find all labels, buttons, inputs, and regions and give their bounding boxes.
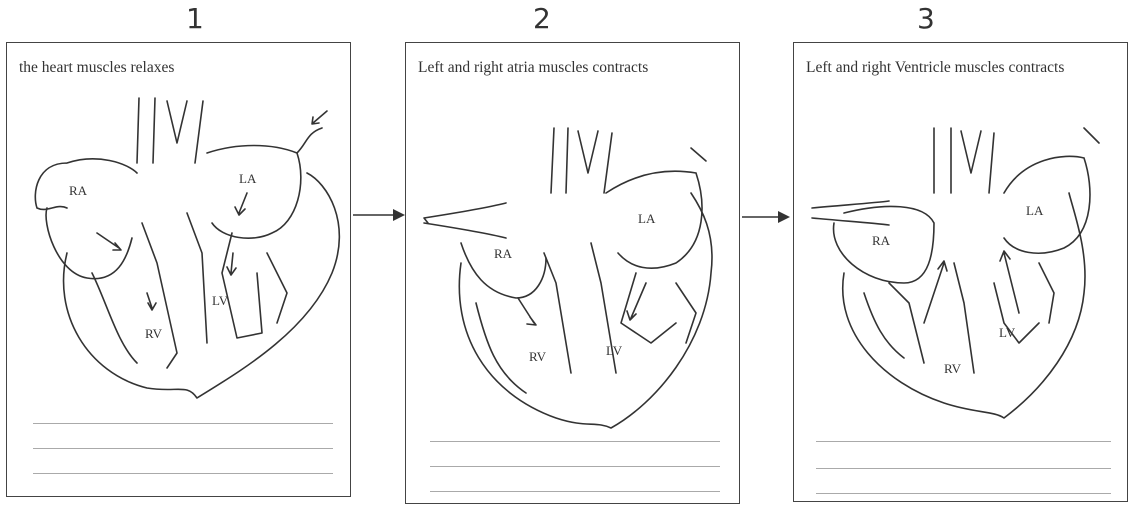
stage-number-1: 1 bbox=[186, 2, 204, 35]
great-vessels bbox=[551, 128, 612, 193]
label-rv: RV bbox=[145, 326, 163, 341]
writing-line bbox=[816, 493, 1111, 494]
writing-line bbox=[33, 473, 333, 474]
flow-arrow-rv bbox=[147, 293, 156, 310]
heart-diagram-atria-contract: RA LA RV LV bbox=[406, 43, 741, 505]
writing-line bbox=[33, 448, 333, 449]
flow-arrow-pulmonary bbox=[312, 111, 327, 124]
label-ra: RA bbox=[872, 233, 891, 248]
stage-number-2: 2 bbox=[533, 2, 551, 35]
left-atrium bbox=[1004, 156, 1090, 253]
septum-and-chambers bbox=[889, 263, 1039, 373]
stage-panel-1: the heart muscles relaxes RA LA RV LV bbox=[6, 42, 351, 497]
vena-cava bbox=[424, 203, 506, 238]
writing-line bbox=[430, 491, 720, 492]
label-lv: LV bbox=[999, 325, 1016, 340]
label-la: LA bbox=[239, 171, 257, 186]
ventricle-walls bbox=[864, 263, 1054, 358]
septum-and-chambers bbox=[142, 213, 262, 368]
ventricle-walls bbox=[92, 253, 287, 363]
left-atrium bbox=[207, 128, 322, 238]
great-vessels bbox=[934, 128, 994, 193]
flow-arrow-ra bbox=[518, 298, 536, 325]
label-ra: RA bbox=[69, 183, 88, 198]
label-lv: LV bbox=[212, 293, 229, 308]
label-la: LA bbox=[1026, 203, 1044, 218]
flow-arrow-lv-out bbox=[1000, 251, 1019, 313]
heart-outline bbox=[64, 173, 340, 398]
label-la: LA bbox=[638, 211, 656, 226]
stage-number-3: 3 bbox=[917, 2, 935, 35]
heart-outline bbox=[459, 193, 712, 428]
right-atrium bbox=[46, 208, 132, 279]
flow-arrow-lv bbox=[227, 253, 236, 275]
flow-arrow-la bbox=[627, 283, 646, 320]
ventricle-walls bbox=[476, 283, 696, 393]
vena-cava bbox=[812, 201, 889, 225]
heart-diagram-relaxed: RA LA RV LV bbox=[7, 43, 352, 498]
stage-panel-3: Left and right Ventricle muscles contrac… bbox=[793, 42, 1128, 502]
flow-arrow-ra bbox=[97, 233, 119, 248]
heart-diagram-ventricles-contract: RA LA RV LV bbox=[794, 43, 1129, 503]
label-ra: RA bbox=[494, 246, 513, 261]
great-vessels bbox=[137, 98, 203, 163]
writing-line bbox=[816, 441, 1111, 442]
label-rv: RV bbox=[529, 349, 547, 364]
stage-arrow-2-3 bbox=[740, 207, 795, 227]
flow-arrow-la bbox=[235, 193, 247, 215]
stage-panel-2: Left and right atria muscles contracts R… bbox=[405, 42, 740, 504]
stage-arrow-1-2 bbox=[351, 205, 406, 225]
writing-line bbox=[430, 441, 720, 442]
flow-arrow-pulmonary bbox=[691, 148, 706, 161]
writing-line bbox=[430, 466, 720, 467]
writing-line bbox=[33, 423, 333, 424]
writing-line bbox=[816, 468, 1111, 469]
flow-arrow-rv-out bbox=[924, 261, 947, 323]
flow-arrow-pulmonary bbox=[1084, 128, 1099, 143]
label-rv: RV bbox=[944, 361, 962, 376]
label-lv: LV bbox=[606, 343, 623, 358]
